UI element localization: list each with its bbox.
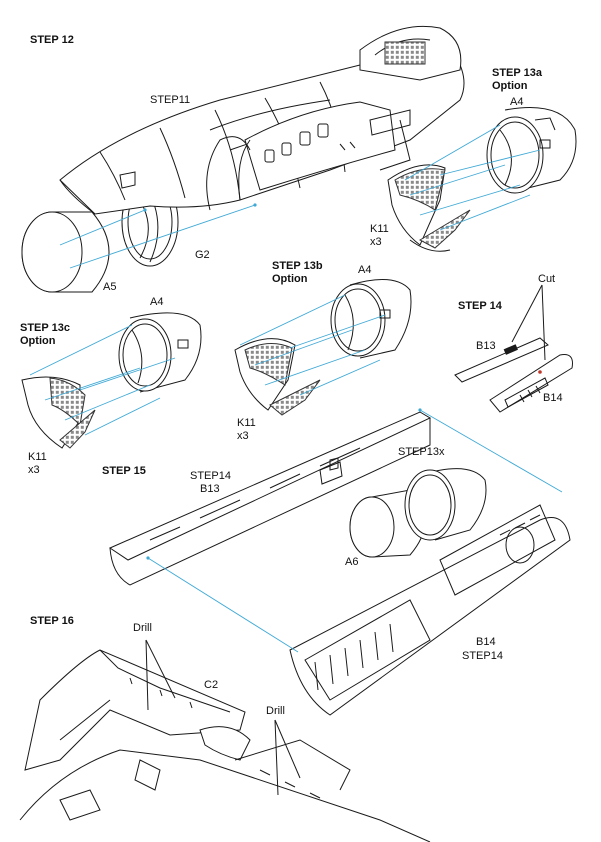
part-a4-13c-label: A4 — [150, 296, 164, 308]
part-b14-step15-label: B14 — [476, 636, 496, 648]
step13a-guide-lines — [404, 124, 541, 231]
step12-label: STEP 12 — [30, 34, 74, 46]
cut-label: Cut — [538, 273, 556, 285]
step15-label: STEP 15 — [102, 465, 146, 477]
step13c-guide-lines — [29, 324, 176, 436]
part-k11-13b-qty-label: x3 — [237, 430, 249, 442]
step13a-drawing — [387, 107, 577, 252]
part-a5-intake-plug — [21, 211, 110, 293]
cut-leader-lines — [511, 284, 546, 361]
step13c-label: STEP 13c — [20, 322, 70, 334]
part-k11-13a-qty-label: x3 — [370, 236, 382, 248]
part-b13-step14 — [454, 337, 549, 383]
step14-ref-label-right: STEP14 — [462, 650, 503, 662]
step12-guide-lines — [59, 204, 256, 269]
part-a4-13a-label: A4 — [510, 96, 524, 108]
part-b14-step14 — [489, 354, 573, 413]
step13b-option-label: Option — [272, 273, 308, 285]
step15-drawing — [108, 408, 571, 716]
step13x-ref-label: STEP13x — [398, 446, 445, 458]
part-k11-13a — [387, 164, 471, 252]
part-k11-13a-label: K11 — [370, 223, 389, 235]
part-a6-label: A6 — [345, 556, 359, 568]
part-a4-13b-label: A4 — [358, 264, 372, 276]
part-k11-13c-label: K11 — [28, 451, 47, 463]
part-a4-intake-13b — [330, 279, 412, 359]
step12-drawing — [21, 25, 465, 293]
step13b-drawing — [234, 279, 412, 416]
drill-label-1: Drill — [133, 622, 152, 634]
fuselage-lower-b14 — [289, 504, 571, 716]
part-b13-step14-label: B13 — [476, 340, 496, 352]
step13a-label: STEP 13a — [492, 67, 542, 79]
part-b14-step14-label: B14 — [543, 392, 563, 404]
part-a5-label: A5 — [103, 281, 117, 293]
step14-label: STEP 14 — [458, 300, 502, 312]
fuselage-left-half — [59, 25, 465, 215]
step13c-option-label: Option — [20, 335, 56, 347]
step13x-intake — [404, 468, 487, 541]
part-a6-exhaust — [349, 489, 426, 558]
step13c-drawing — [21, 312, 202, 449]
part-a4-intake-13a — [486, 107, 577, 194]
step16-label: STEP 16 — [30, 615, 74, 627]
step11-ref-label: STEP11 — [150, 94, 191, 106]
part-c2-wing-panel — [24, 649, 246, 771]
step14-ref-label-left: STEP14 — [190, 470, 231, 482]
part-g2-label: G2 — [195, 249, 210, 261]
step14-drawing — [454, 284, 573, 413]
fuselage-spine-b13 — [108, 411, 432, 586]
step16-drawing — [19, 639, 431, 842]
lower-wing-area — [19, 726, 431, 842]
step13b-guide-lines — [239, 294, 386, 396]
drill-leader-lines — [145, 639, 301, 796]
step15-guide-lines — [147, 409, 563, 653]
step13a-option-label: Option — [492, 80, 528, 92]
part-k11-13c-qty-label: x3 — [28, 464, 40, 476]
step13b-label: STEP 13b — [272, 260, 323, 272]
part-k11-13b — [234, 338, 321, 416]
part-c2-label: C2 — [204, 679, 219, 691]
part-a4-intake-13c — [118, 312, 202, 393]
part-b13-step15-label: B13 — [200, 483, 220, 495]
part-k11-13b-label: K11 — [237, 417, 256, 429]
drill-label-2: Drill — [266, 705, 285, 717]
